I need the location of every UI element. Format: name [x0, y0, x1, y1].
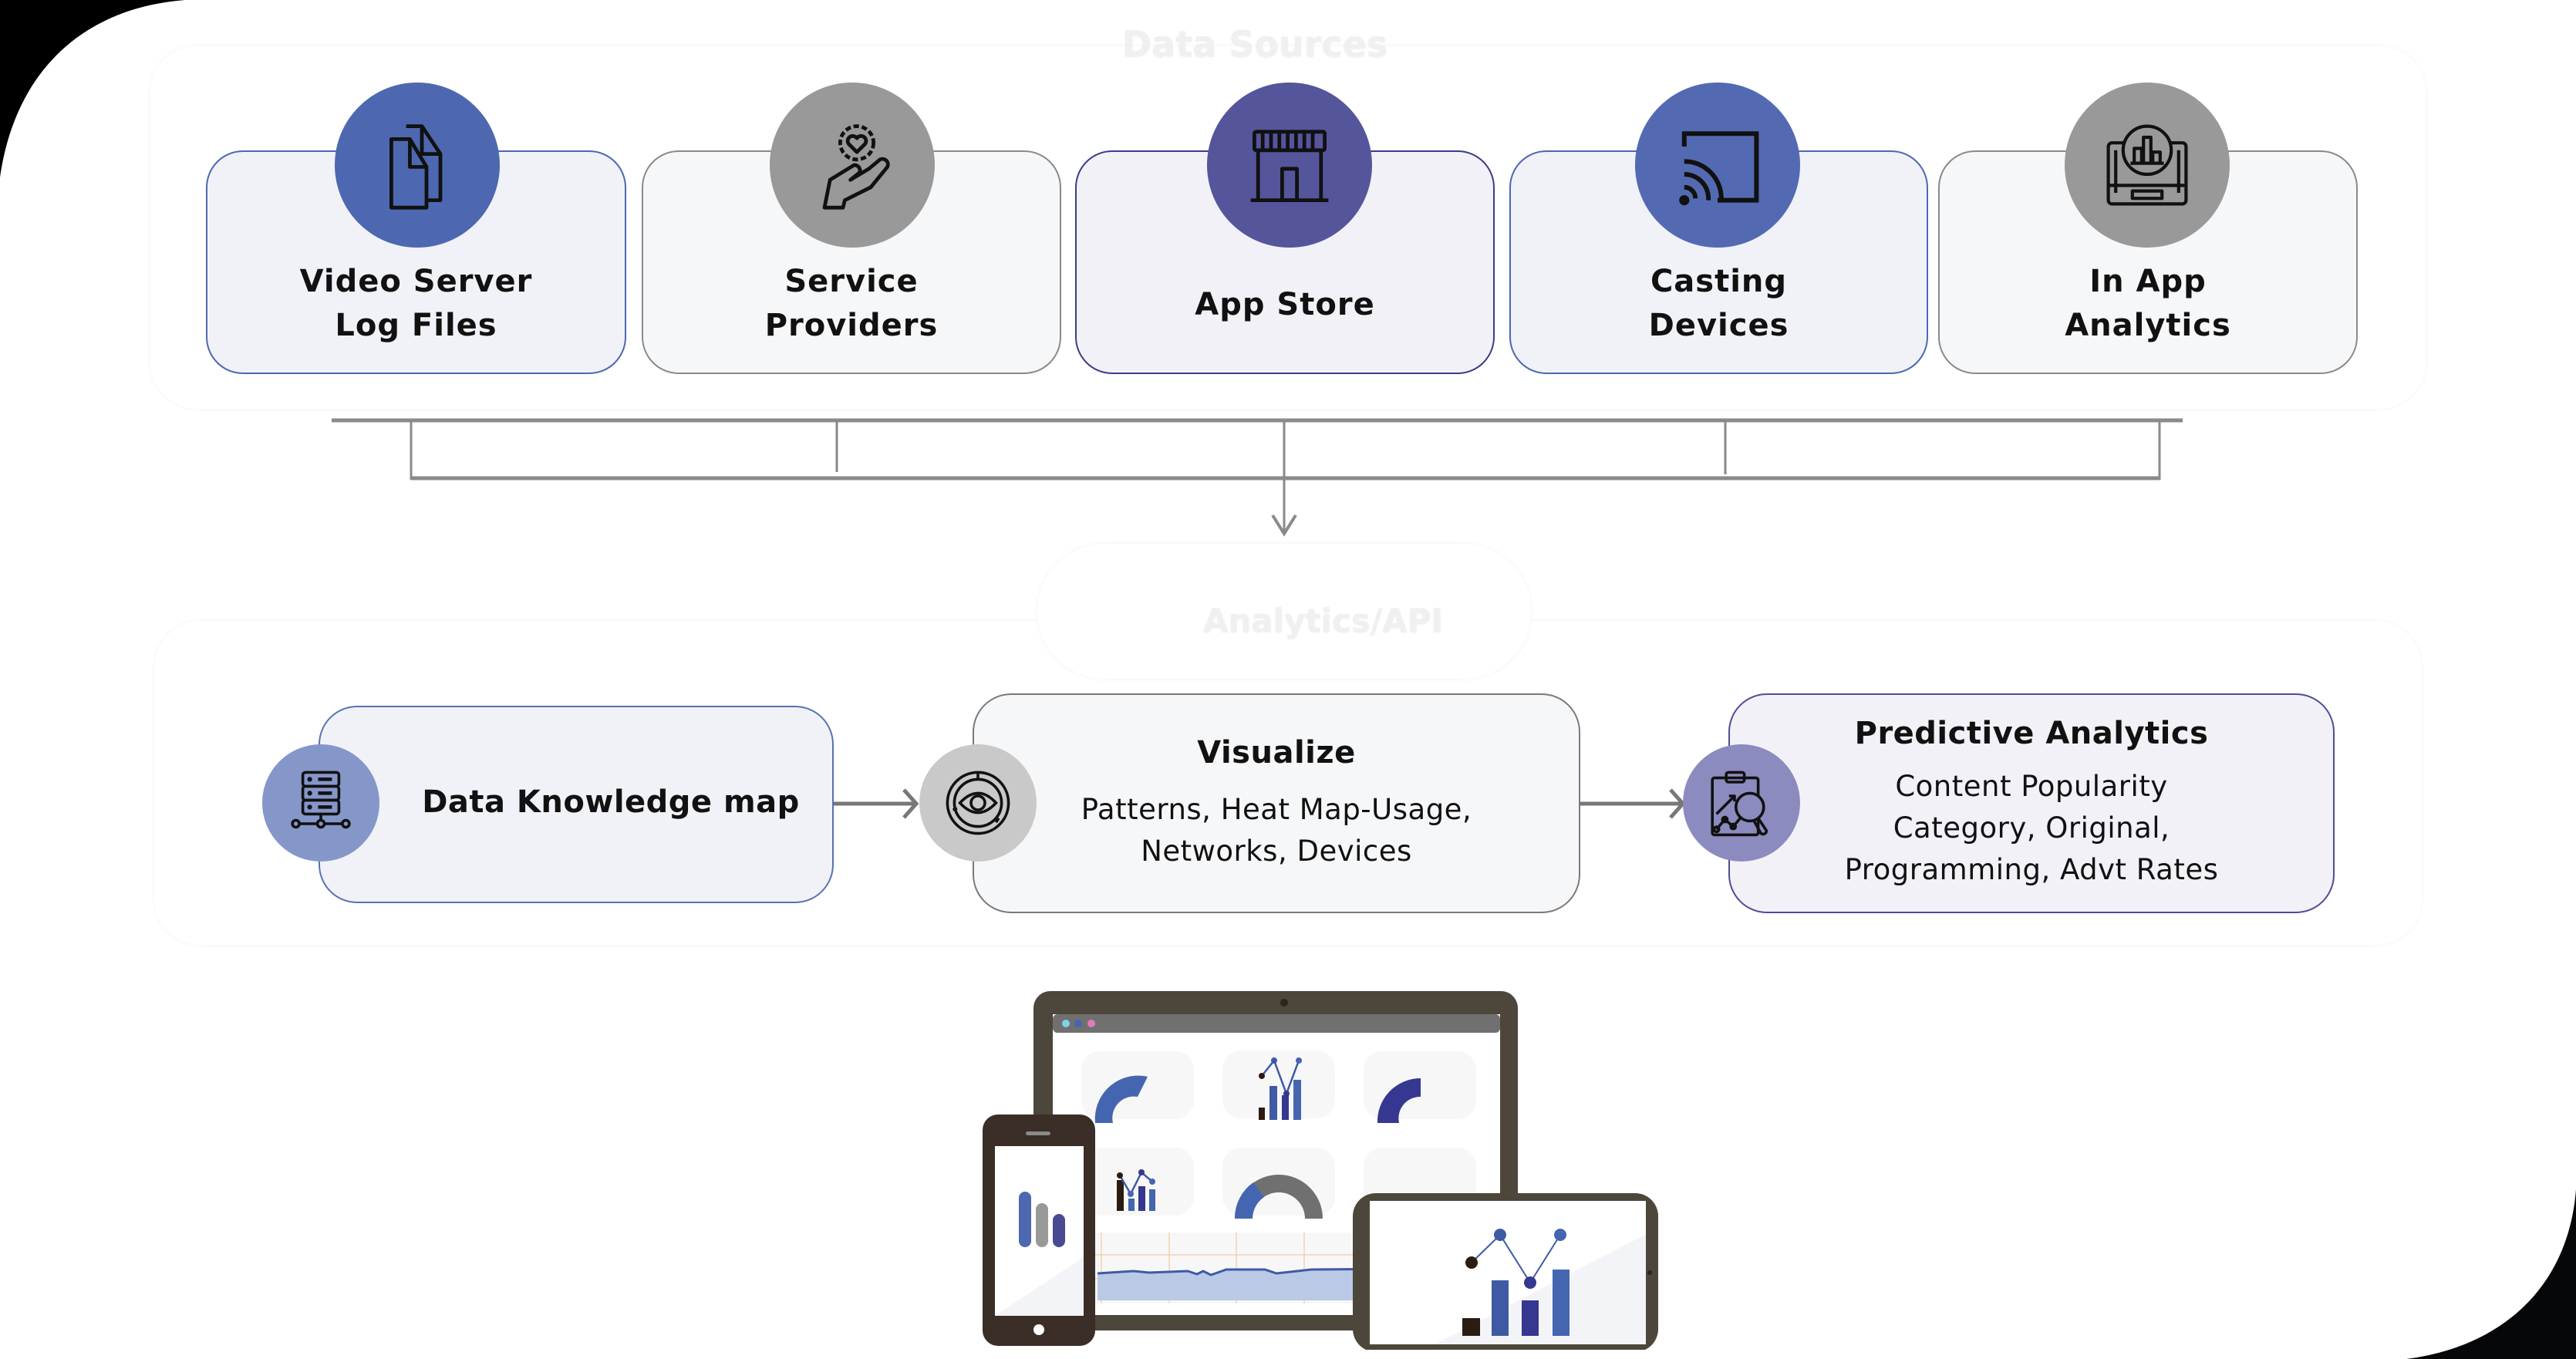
tablet-point	[1554, 1229, 1566, 1241]
source-label: In App Analytics	[2065, 264, 2231, 343]
monitor-camera	[1280, 999, 1288, 1007]
mini-bar-line-chart	[1117, 1169, 1155, 1211]
mini-bar-line-chart	[1259, 1057, 1302, 1120]
tablet-camera	[1647, 1270, 1652, 1275]
data-sources-title: Data Sources	[1122, 23, 1388, 65]
analytics-device-icon	[2065, 83, 2230, 248]
corner-decoration-top-left	[0, 0, 185, 177]
process-title: Predictive Analytics	[1854, 716, 2209, 751]
hand-gear-heart-icon	[770, 83, 935, 248]
tablet-bar	[1522, 1300, 1539, 1336]
tablet-point	[1465, 1256, 1478, 1269]
tablet-point	[1494, 1229, 1506, 1241]
phone-speaker	[1026, 1131, 1050, 1135]
phone-bar	[1019, 1192, 1031, 1247]
cast-icon	[1635, 83, 1800, 248]
storefront-icon	[1207, 83, 1372, 248]
process-card-data-knowledge-map[interactable]: Data Knowledge map	[319, 706, 834, 903]
process-title: Data Knowledge map	[422, 784, 800, 820]
phone-bar	[1036, 1203, 1048, 1247]
source-card-app-store[interactable]: App Store	[1075, 150, 1495, 374]
window-dot-cyan	[1062, 1020, 1070, 1027]
tablet-trend-line	[1471, 1233, 1561, 1284]
source-label: App Store	[1195, 287, 1375, 322]
clipboard-analysis-icon	[1683, 744, 1800, 862]
server-network-icon	[262, 744, 379, 862]
process-description: Content Popularity Category, Original, P…	[1844, 770, 2219, 886]
multi-device-dashboard-illustration	[983, 991, 1658, 1350]
eye-target-icon	[919, 744, 1037, 862]
analytics-title-pill	[1037, 544, 1531, 679]
tablet-bar-line-chart	[1462, 1229, 1570, 1336]
process-card-visualize[interactable]: Visualize Patterns, Heat Map-Usage, Netw…	[973, 693, 1580, 913]
documents-icon	[335, 83, 500, 248]
tablet-bar	[1553, 1270, 1570, 1336]
phone-bar	[1053, 1214, 1065, 1247]
tablet-bar	[1492, 1280, 1509, 1336]
gauge-arc	[1094, 1075, 1148, 1123]
source-label: Video Server Log Files	[299, 264, 533, 343]
dashboard-tile	[1222, 1050, 1335, 1118]
source-label: Service Providers	[764, 264, 939, 343]
gauge-arc	[1377, 1078, 1421, 1123]
tablet-bar	[1462, 1318, 1480, 1336]
gauge-track	[1235, 1175, 1323, 1219]
phone-home-button	[1033, 1324, 1044, 1335]
window-dot-pink	[1087, 1020, 1095, 1027]
corner-decoration-bottom-right	[2406, 1189, 2576, 1359]
source-label: Casting Devices	[1648, 264, 1789, 343]
gauge-arc	[1234, 1182, 1264, 1219]
browser-bar	[1053, 1014, 1500, 1033]
source-card-video-server-log-files[interactable]: Video Server Log Files	[206, 150, 626, 374]
tablet-point	[1524, 1276, 1536, 1289]
window-dot-blue	[1074, 1020, 1082, 1027]
analytics-title: Analytics/API	[1203, 602, 1444, 639]
process-card-predictive-analytics[interactable]: Predictive Analytics Content Popularity …	[1728, 693, 2335, 913]
source-connector-lines	[332, 418, 2183, 537]
source-card-service-providers[interactable]: Service Providers	[642, 150, 1061, 374]
process-description: Patterns, Heat Map-Usage, Networks, Devi…	[1081, 793, 1472, 868]
process-title: Visualize	[1197, 735, 1356, 771]
area-chart-line	[1097, 1266, 1506, 1276]
